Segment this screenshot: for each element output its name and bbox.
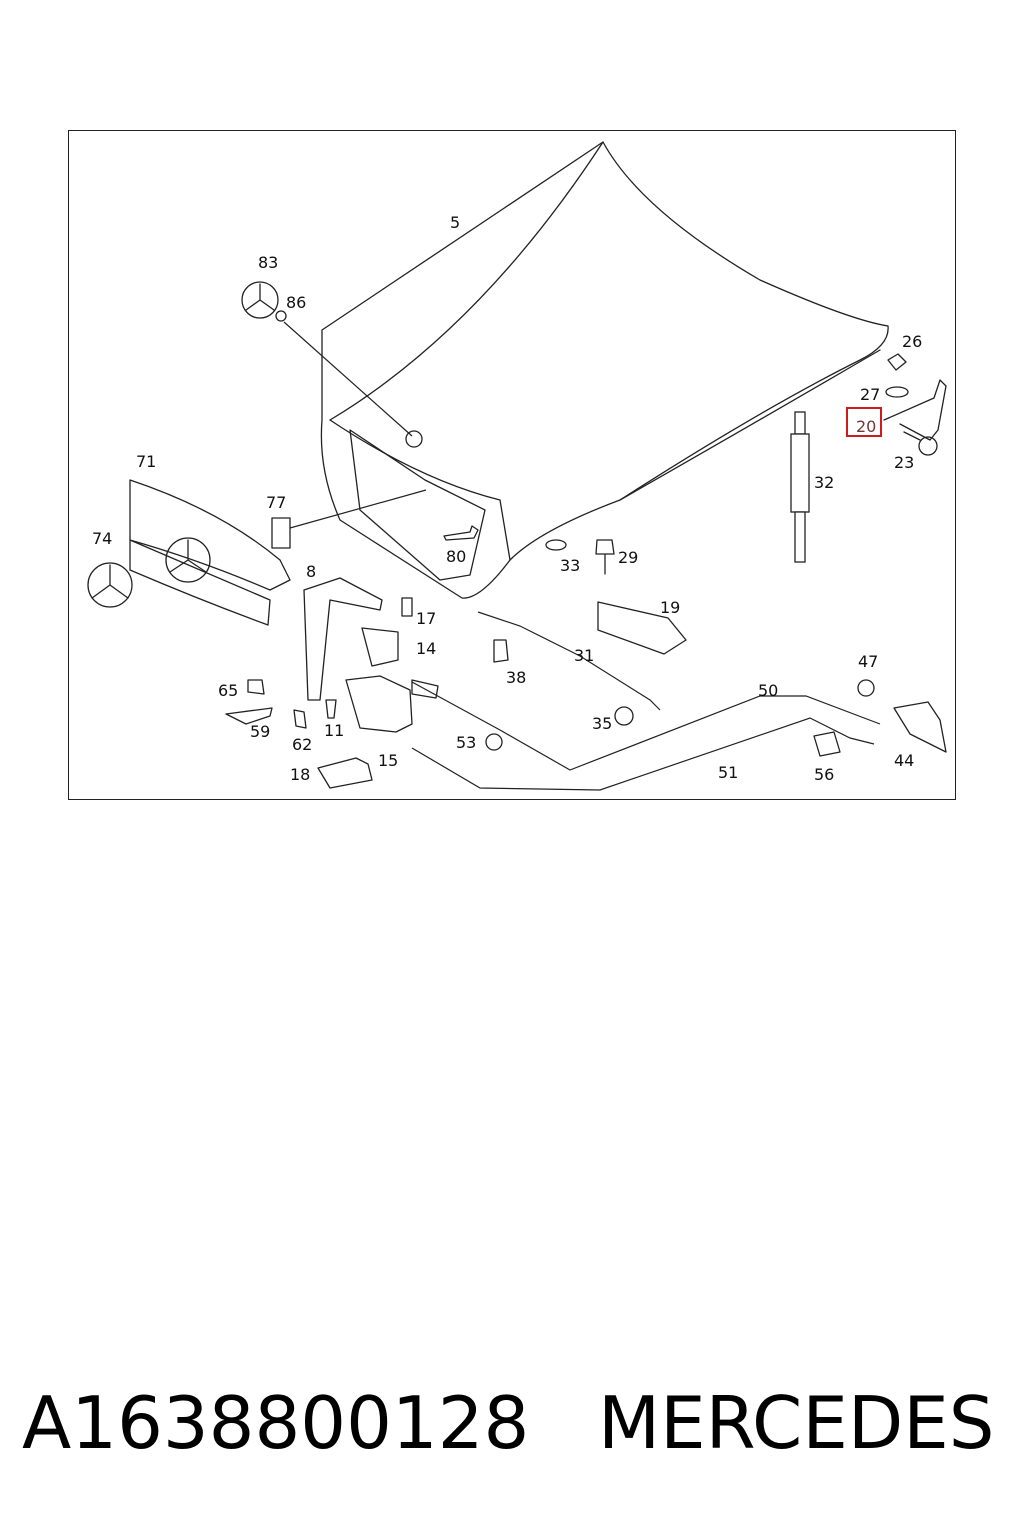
callout-label: 65: [218, 681, 238, 700]
callout-label: 15: [378, 751, 398, 770]
footer: A1638800128 MERCEDES: [0, 1378, 1024, 1468]
callout-label: 11: [324, 721, 344, 740]
callout-label: 33: [560, 556, 580, 575]
callout-label: 8: [306, 562, 316, 581]
small-parts-left: [225, 679, 373, 789]
callout-label: 50: [758, 681, 778, 700]
brand-name: MERCEDES: [598, 1381, 995, 1465]
callout-labels: 5 83 86 26 27 20 23 32 71 77 74 80 33 29…: [92, 213, 922, 784]
clip-77: [271, 489, 427, 549]
callout-label: 83: [258, 253, 278, 272]
callout-label: 29: [618, 548, 638, 567]
callout-label: 18: [290, 765, 310, 784]
gas-strut-32: [790, 411, 810, 563]
buffer-29: [595, 539, 615, 575]
callout-label-highlighted: 20: [856, 417, 876, 436]
grille-71: [129, 479, 291, 626]
part-number: A1638800128: [22, 1381, 530, 1465]
callout-label: 47: [858, 652, 878, 671]
callout-label: 62: [292, 735, 312, 754]
callout-label: 35: [592, 714, 612, 733]
release-cables: [411, 679, 947, 791]
latch-bracket-8: [303, 577, 413, 733]
callout-label: 71: [136, 452, 156, 471]
callout-label: 5: [450, 213, 460, 232]
callout-label: 80: [446, 547, 466, 566]
callout-label: 53: [456, 733, 476, 752]
callout-label: 59: [250, 722, 270, 741]
hinge-assembly: [883, 353, 947, 456]
callout-label: 27: [860, 385, 880, 404]
callout-label: 44: [894, 751, 914, 770]
callout-label: 51: [718, 763, 738, 782]
callout-label: 86: [286, 293, 306, 312]
hood-part: [320, 141, 889, 599]
callout-label: 14: [416, 639, 436, 658]
callout-label: 31: [574, 646, 594, 665]
emblem-74: [87, 562, 133, 608]
handle-19: [597, 601, 687, 655]
seal-33: [545, 539, 567, 551]
emblem-83: [241, 281, 413, 437]
screw-80: [443, 525, 479, 541]
callout-label: 19: [660, 598, 680, 617]
callout-label: 56: [814, 765, 834, 784]
highlight-box: [846, 407, 882, 437]
callout-label: 26: [902, 332, 922, 351]
callout-label: 74: [92, 529, 112, 548]
callout-label: 17: [416, 609, 436, 628]
callout-label: 23: [894, 453, 914, 472]
clip-38: [493, 639, 509, 663]
callout-label: 32: [814, 473, 834, 492]
cable-31: [477, 611, 661, 711]
callout-label: 38: [506, 668, 526, 687]
callout-label: 77: [266, 493, 286, 512]
